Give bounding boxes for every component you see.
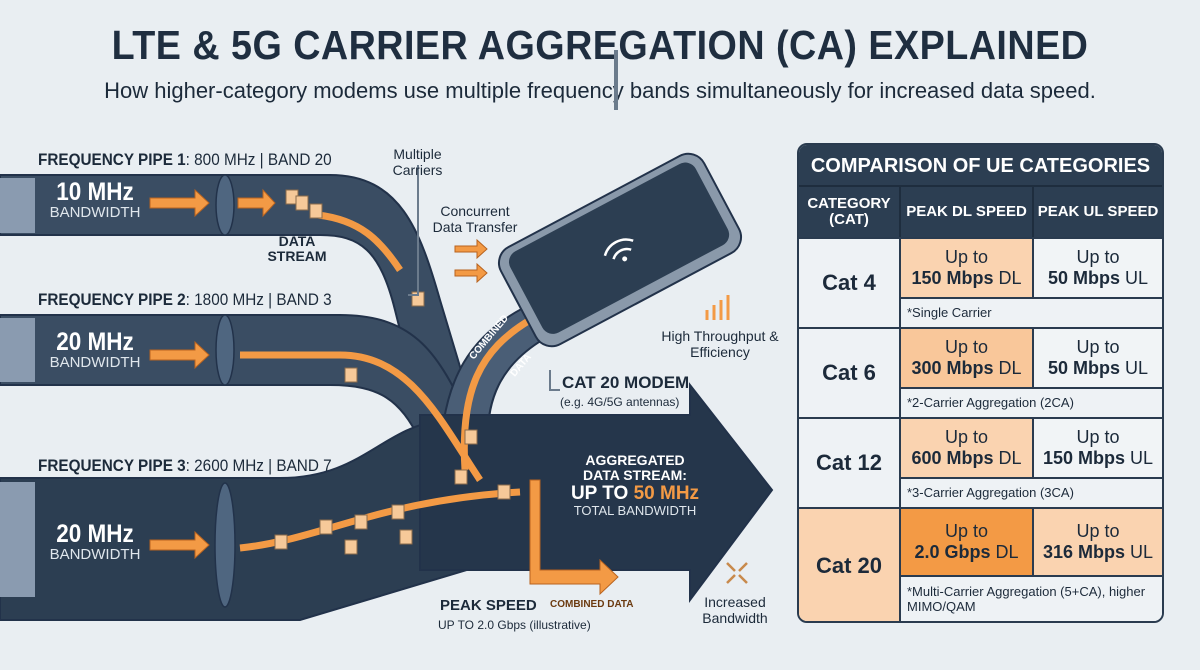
arrow-icon bbox=[237, 188, 276, 218]
increased-bandwidth-label: Increased Bandwidth bbox=[702, 594, 768, 627]
up-to: Up to bbox=[944, 247, 989, 268]
ul-value: 50 Mbps bbox=[1047, 358, 1120, 378]
page-title: LTE & 5G CARRIER AGGREGATION (CA) EXPLAI… bbox=[111, 22, 1089, 68]
pipe-name: FREQUENCY PIPE 1 bbox=[38, 150, 186, 169]
peak-speed-value: UP TO 2.0 Gbps (illustrative) bbox=[438, 618, 591, 632]
unit: UL bbox=[1125, 448, 1154, 468]
bandwidth-value: 20 MHz bbox=[56, 520, 134, 548]
bandwidth-value: 10 MHz bbox=[56, 178, 134, 206]
column-header: PEAK DL SPEED bbox=[901, 187, 1034, 237]
pipe-detail: : 1800 MHz | BAND 3 bbox=[185, 290, 332, 309]
row-note: *2-Carrier Aggregation (2CA) bbox=[901, 389, 1162, 417]
bandwidth-label: BANDWIDTH bbox=[49, 546, 141, 563]
pipe-1 bbox=[0, 174, 472, 412]
aggregated-stream-text: AGGREGATED DATA STREAM: UP TO 50 MHz TOT… bbox=[560, 453, 710, 518]
category-cell: Cat 12 bbox=[799, 419, 901, 507]
up-to: Up to bbox=[944, 521, 989, 542]
up-to: Up to bbox=[1076, 337, 1120, 358]
aggregated-arrow bbox=[419, 382, 774, 604]
arrow-icon bbox=[454, 238, 488, 260]
agg-line-4: TOTAL BANDWIDTH bbox=[573, 503, 697, 519]
peak-speed-label: PEAK SPEED bbox=[440, 597, 537, 614]
agg-line-2: DATA STREAM: bbox=[583, 466, 687, 483]
multiple-carriers-label: Multiple Carriers bbox=[392, 146, 443, 179]
dl-value: 2.0 Gbps bbox=[914, 542, 991, 562]
ue-category-table: COMPARISON OF UE CATEGORIES CATEGORY (CA… bbox=[797, 143, 1164, 623]
dl-value: 600 Mbps bbox=[911, 448, 994, 468]
modem-label: CAT 20 MODEM bbox=[562, 373, 690, 392]
ul-value: 50 Mbps bbox=[1047, 268, 1120, 288]
combined-data-label: COMBINED DATA bbox=[550, 599, 634, 610]
expand-icon bbox=[726, 562, 748, 584]
category-cell: Cat 20 bbox=[799, 509, 901, 621]
dl-value: 150 Mbps bbox=[911, 268, 994, 288]
pipe-detail: : 800 MHz | BAND 20 bbox=[185, 150, 332, 169]
pipe-name: FREQUENCY PIPE 2 bbox=[38, 290, 186, 309]
phone-icon bbox=[497, 50, 743, 348]
dl-value: 300 Mbps bbox=[911, 358, 994, 378]
column-header: CATEGORY (CAT) bbox=[799, 187, 901, 237]
arrow-icon bbox=[149, 530, 210, 560]
table-title: COMPARISON OF UE CATEGORIES bbox=[799, 145, 1162, 187]
agg-line-3: UP TO bbox=[570, 483, 634, 505]
unit: DL bbox=[993, 268, 1022, 288]
bandwidth-label: BANDWIDTH bbox=[49, 204, 141, 221]
up-to: Up to bbox=[1076, 521, 1120, 542]
pipe-detail: : 2600 MHz | BAND 7 bbox=[185, 456, 332, 475]
data-stream-label: DATA STREAM bbox=[267, 233, 327, 265]
unit: UL bbox=[1125, 542, 1154, 562]
arrow-icon bbox=[454, 262, 488, 284]
row-note: *3-Carrier Aggregation (3CA) bbox=[901, 479, 1162, 507]
agg-line-1: AGGREGATED bbox=[585, 452, 685, 468]
pipe-2-label: FREQUENCY PIPE 2: 1800 MHz | BAND 3 bbox=[38, 290, 332, 310]
pipe-1-label: FREQUENCY PIPE 1: 800 MHz | BAND 20 bbox=[38, 150, 332, 170]
row-note: *Multi-Carrier Aggregation (5+CA), highe… bbox=[901, 577, 1162, 621]
concurrent-transfer-label: Concurrent Data Transfer bbox=[432, 203, 518, 236]
bandwidth-value: 20 MHz bbox=[56, 328, 134, 356]
unit: UL bbox=[1120, 358, 1149, 378]
column-header: PEAK UL SPEED bbox=[1037, 202, 1159, 220]
arrow-icon bbox=[529, 479, 619, 596]
high-throughput-label: High Throughput & Efficiency bbox=[661, 328, 779, 361]
page-subtitle: How higher-category modems use multiple … bbox=[104, 78, 1096, 103]
up-to: Up to bbox=[1076, 427, 1120, 448]
unit: DL bbox=[993, 358, 1022, 378]
pipe-3-label: FREQUENCY PIPE 3: 2600 MHz | BAND 7 bbox=[38, 456, 332, 476]
row-note: *Single Carrier bbox=[901, 299, 1162, 327]
agg-total-value: 50 MHz bbox=[633, 483, 700, 505]
ul-value: 316 Mbps bbox=[1042, 542, 1125, 562]
modem-sublabel: (e.g. 4G/5G antennas) bbox=[560, 395, 680, 409]
category-cell: Cat 6 bbox=[799, 329, 901, 417]
arrow-icon bbox=[149, 188, 210, 218]
unit: DL bbox=[990, 542, 1019, 562]
category-cell: Cat 4 bbox=[799, 239, 901, 327]
bandwidth-label: BANDWIDTH bbox=[49, 354, 141, 371]
arrow-icon bbox=[149, 340, 210, 370]
ul-value: 150 Mbps bbox=[1042, 448, 1125, 468]
up-to: Up to bbox=[944, 337, 989, 358]
unit: UL bbox=[1120, 268, 1149, 288]
up-to: Up to bbox=[1076, 247, 1120, 268]
pipe-name: FREQUENCY PIPE 3 bbox=[38, 456, 186, 475]
up-to: Up to bbox=[944, 427, 989, 448]
unit: DL bbox=[993, 448, 1022, 468]
